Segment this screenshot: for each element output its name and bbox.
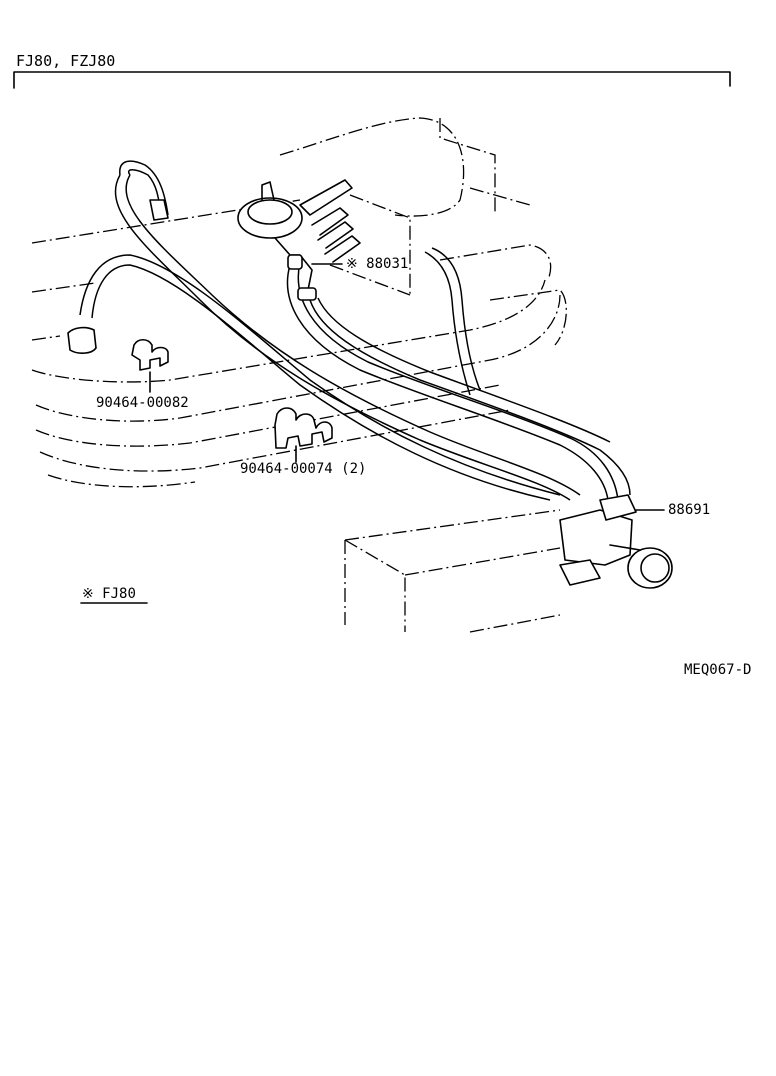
drawing-code: MEQ067-D (684, 662, 752, 678)
clamp-00082-drawing (131, 338, 169, 393)
engine-outline (31, 117, 567, 488)
header-bracket (13, 71, 731, 89)
part-88691-callout: 88691 (668, 502, 711, 518)
leader-lines (80, 263, 343, 604)
clamp-00074-callout: 90464-00074 (2) (240, 461, 367, 477)
fj80-legend-note: ※ FJ80 (82, 586, 136, 602)
vsv-valve-drawing (344, 494, 673, 633)
vacuum-hoses (79, 160, 631, 501)
model-label: FJ80, FZJ80 (16, 52, 116, 70)
hose-end-fittings (67, 199, 169, 354)
part-88031-callout: ※ 88031 (346, 256, 409, 272)
connector-plugs (311, 207, 361, 263)
clamp-00074-drawing (274, 407, 333, 463)
clamp-00082-callout: 90464-00082 (96, 395, 189, 411)
vacuum-actuator (237, 179, 353, 301)
